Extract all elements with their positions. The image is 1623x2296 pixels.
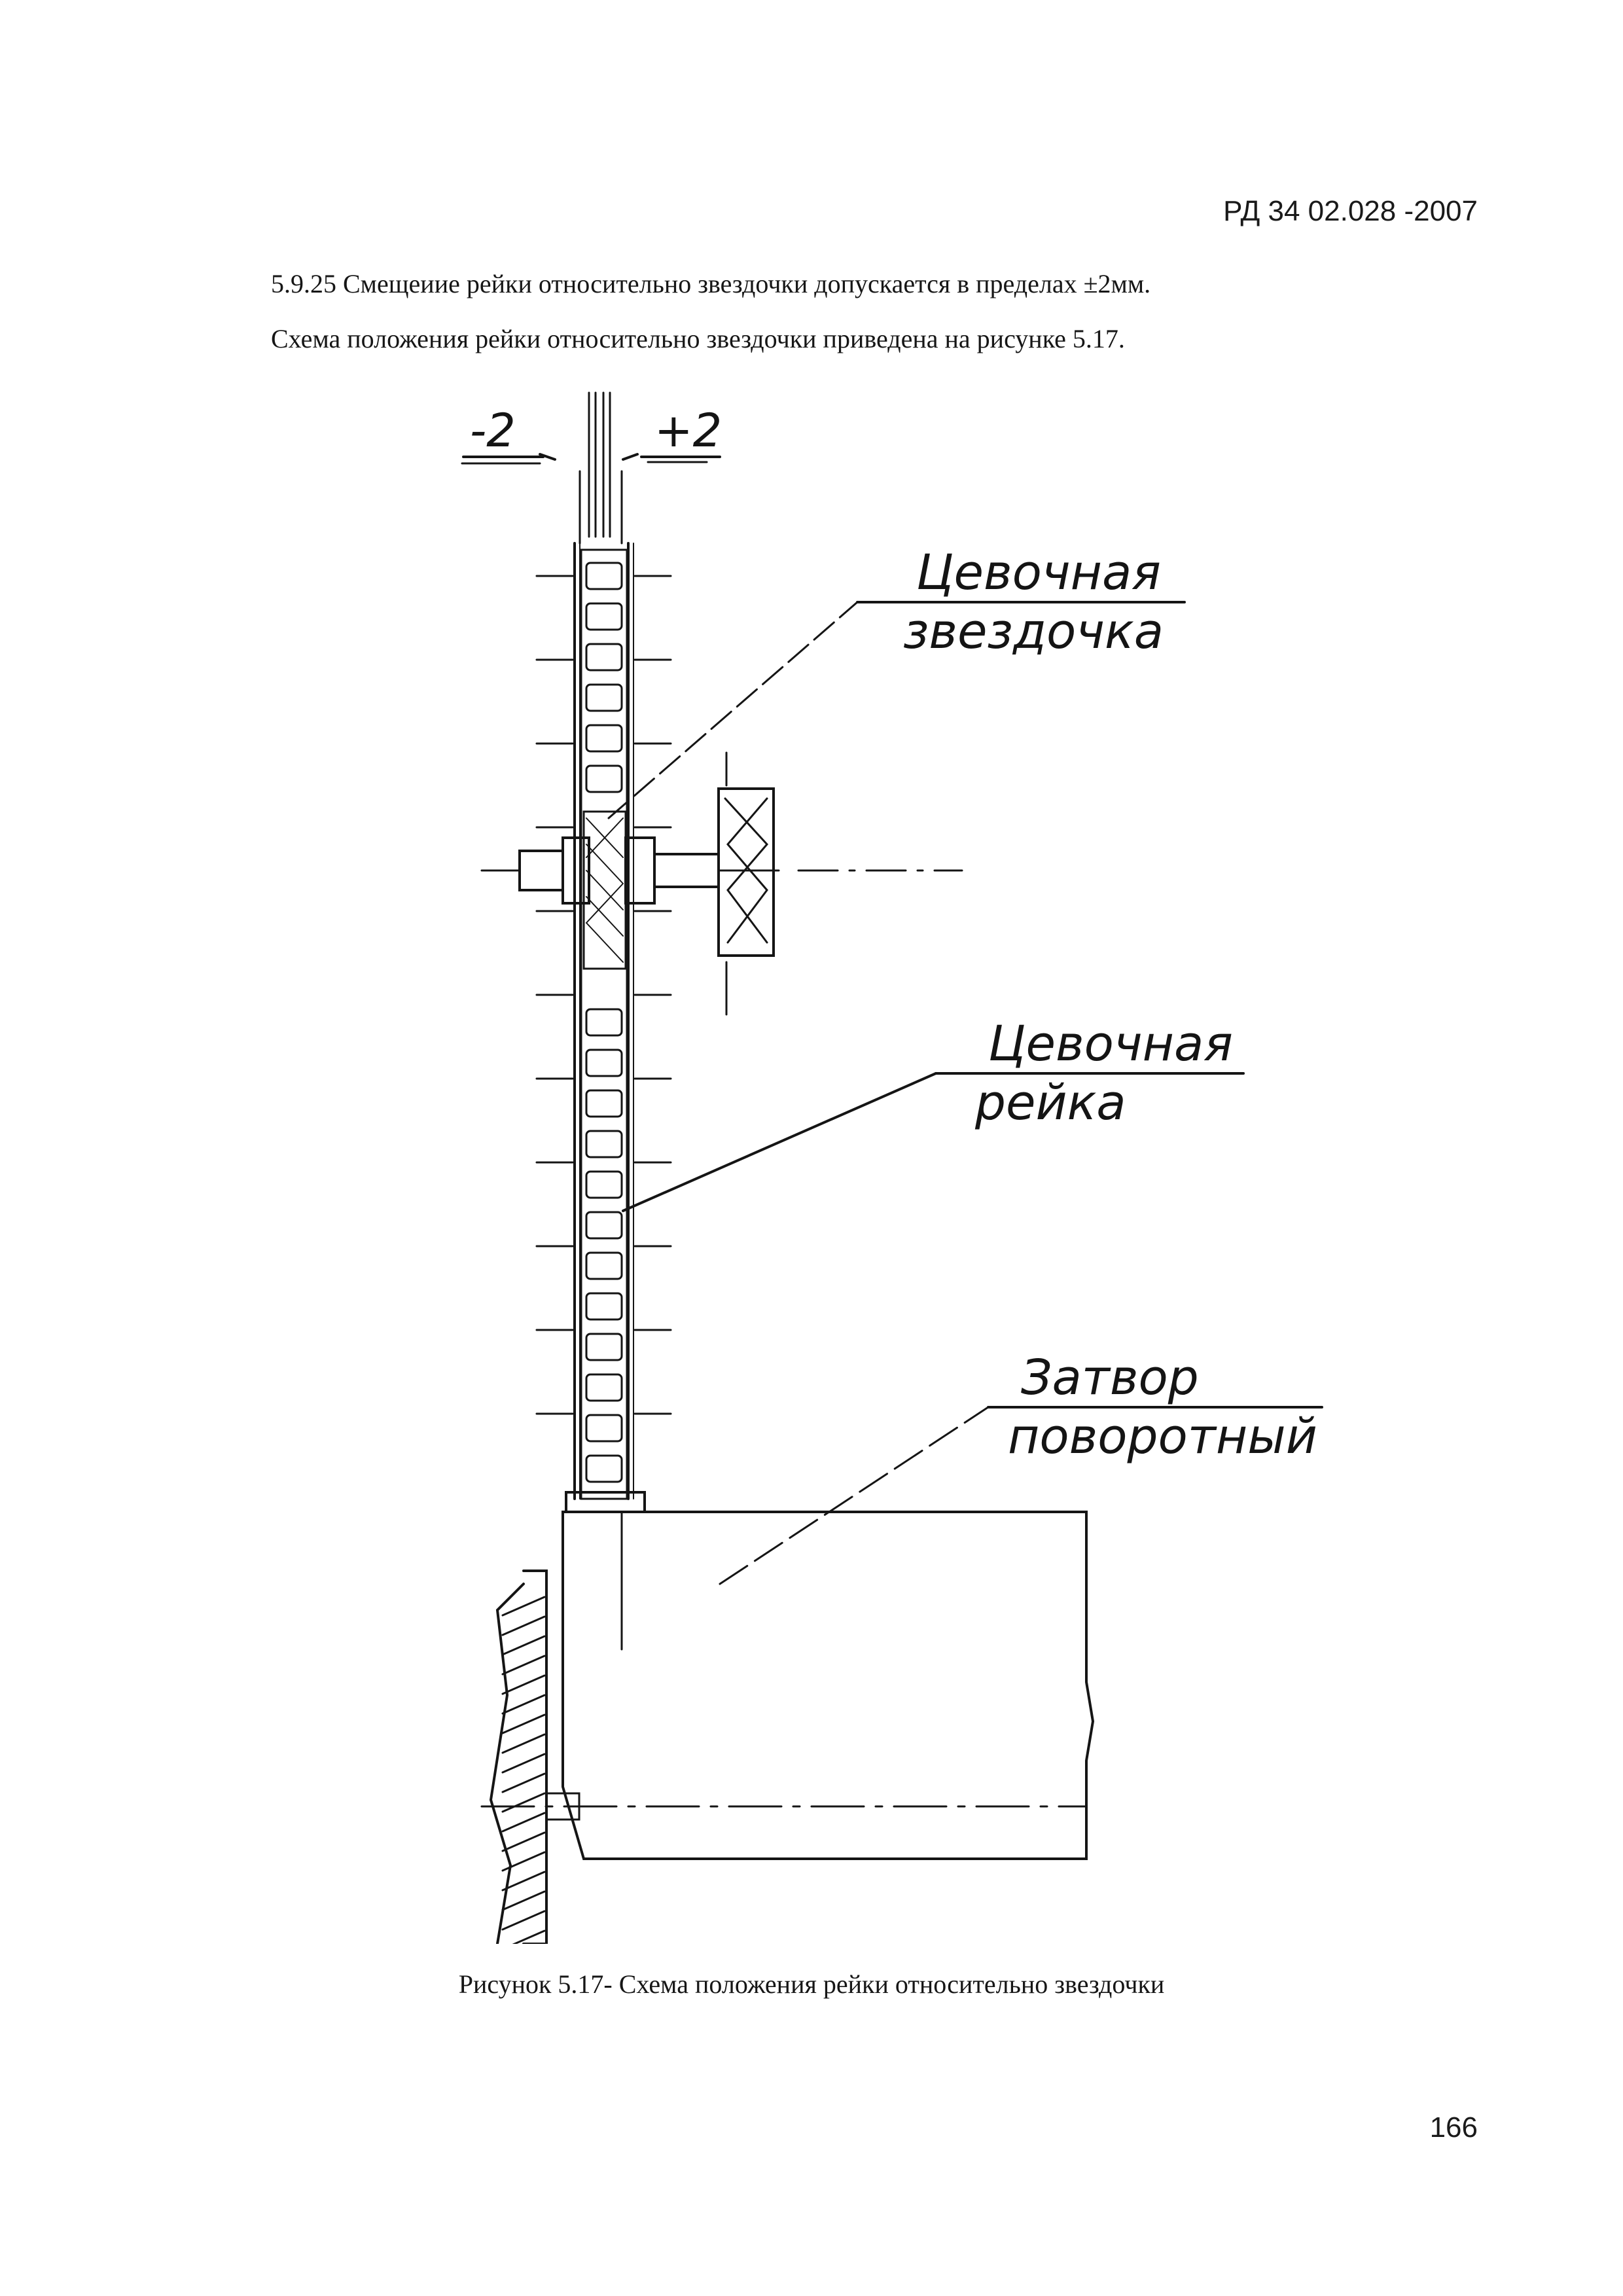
dimension-minus-label: -2 [470,404,516,457]
label-rotary-gate: Затвор [1021,1350,1199,1406]
pin-rack [573,542,634,1500]
figure-rack-sprocket-diagram: -2 +2 [432,386,1361,1944]
rack-pin [585,1414,623,1443]
wall-hatch-line [501,1753,546,1774]
wall-hatch-line [501,1871,546,1892]
label-pin-rack-word2: рейка [974,1075,1126,1131]
rack-pin [585,1170,623,1199]
label-pin-sprocket-word2: звездочка [903,603,1164,660]
wall-hatch-line [501,1772,546,1793]
page-number: 166 [1429,2111,1478,2144]
rack-pin [585,764,623,793]
label-pin-rack: Цевочная [988,1016,1233,1072]
rack-pin [585,683,623,712]
rack-pin [585,1292,623,1321]
rack-pins [585,562,623,1483]
dimension-plus-label: +2 [654,404,722,457]
rack-pin [585,1089,623,1118]
rack-pin [585,1373,623,1402]
leader-sprocket [607,601,1186,819]
rack-sprocket-drawing: -2 +2 [461,391,1323,1944]
rack-pin [585,1049,623,1077]
wall-hatch-line [501,1733,546,1754]
wall-hatch-line [501,1910,546,1931]
leader-rack [622,1072,1245,1212]
wall-hatch-line [501,1655,546,1676]
label-rotary-gate-word2: поворотный [1008,1408,1317,1465]
rack-pin [585,724,623,753]
wall-hatch-line [501,1635,546,1656]
dimension-lines [461,391,721,545]
rack-pin [585,1251,623,1280]
wall-hatch-line [501,1596,546,1617]
wall-hatch-line [512,1929,546,1944]
leader-gate [719,1406,1323,1585]
wall-hatch-line [501,1851,546,1872]
rack-pin [585,1333,623,1361]
wall-hatch-line [501,1615,546,1636]
rack-pin [585,562,623,590]
sprocket-shaft [480,836,963,905]
paragraph-figure-reference: Схема положения рейки относительно звезд… [271,324,1125,353]
wall-hatch-line [501,1713,546,1734]
wall-hatch-line [501,1890,546,1911]
rack-pin [585,1008,623,1037]
sprocket-side-view [717,751,775,1016]
rack-pin [585,1211,623,1240]
wall-hatch-line [501,1694,546,1715]
rack-pin [585,1454,623,1483]
rack-pin [585,602,623,631]
figure-caption: Рисунок 5.17- Схема положения рейки отно… [458,1969,1165,1999]
document-code: РД 34 02.028 -2007 [1223,195,1478,227]
paragraph-tolerance: 5.9.25 Смещеиие рейки относительно звезд… [271,269,1151,298]
wall-hatch-line [501,1674,546,1695]
hatched-wall-section [489,1570,580,1944]
rack-side-ticks [535,575,672,1415]
rack-pin [585,643,623,672]
rotary-gate-body [480,1511,1095,1860]
wall-hatch-line [501,1792,546,1813]
label-pin-sprocket: Цевочная [916,545,1161,601]
rack-pin [585,1130,623,1158]
wall-hatch-line [501,1831,546,1852]
wall-hatch-line [501,1812,546,1833]
